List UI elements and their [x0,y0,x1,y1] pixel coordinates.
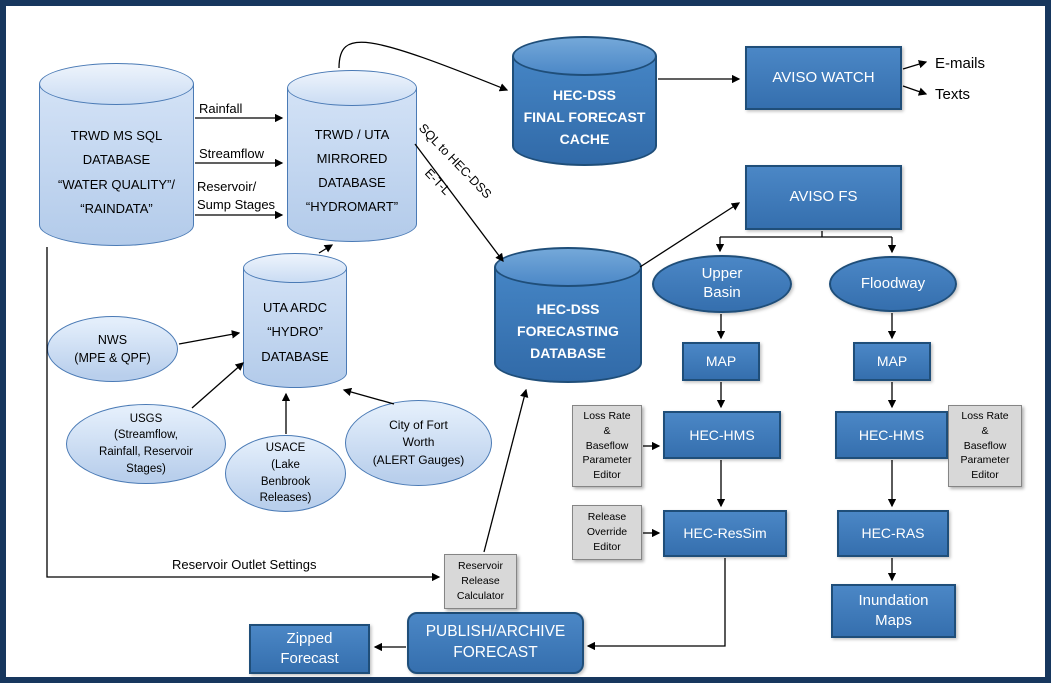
edge-calculator-to-forecastdb [483,388,529,553]
hec-ras-box: HEC-RAS [837,510,949,557]
edge-fortworth-to-ardc [342,387,395,405]
cylinder-top [243,253,347,283]
cylinder-top [512,36,657,76]
label-emails: E-mails [935,55,986,72]
label-etl: E-T-L [421,166,454,198]
final-forecast-cache-cylinder: HEC-DSS FINAL FORECAST CACHE [512,36,657,166]
usace-ellipse: USACE (Lake Benbrook Releases) [225,435,346,512]
final-forecast-cache-label: HEC-DSS FINAL FORECAST CACHE [523,87,646,147]
reservoir-release-calculator: Reservoir Release Calculator [444,554,517,609]
edge-aviso-watch-to-texts [902,85,928,96]
edge-ressim-to-publish [586,558,726,651]
aviso-watch-box: AVISO WATCH [745,46,902,110]
map-box-left: MAP [682,342,760,381]
edge-ardc-to-mirrored [318,244,334,254]
label-reservoir-sump: Reservoir/ Sump Stages [197,179,276,212]
fort-worth-ellipse: City of Fort Worth (ALERT Gauges) [345,400,492,486]
edge-avisofs-stem [720,231,892,238]
cylinder-top [287,70,417,106]
edge-aviso-watch-to-emails [902,60,928,70]
zipped-forecast-box: Zipped Forecast [249,624,370,674]
trwd-sql-database-cylinder: TRWD MS SQL DATABASE “WATER QUALITY”/ “R… [39,63,194,246]
cylinder-top [494,247,642,287]
loss-rate-editor-left: Loss Rate & Baseflow Parameter Editor [572,405,642,487]
mirrored-database-cylinder: TRWD / UTA MIRRORED DATABASE “HYDROMART” [287,70,417,242]
nws-ellipse: NWS (MPE & QPF) [47,316,178,382]
hec-ressim-box: HEC-ResSim [663,510,787,557]
cylinder-top [39,63,194,105]
trwd-sql-database-label: TRWD MS SQL DATABASE “WATER QUALITY”/ “R… [58,128,175,216]
uta-ardc-database-label: UTA ARDC “HYDRO” DATABASE [261,300,329,364]
inundation-maps-box: Inundation Maps [831,584,956,638]
hec-hms-box-right: HEC-HMS [835,411,948,459]
publish-archive-box: PUBLISH/ARCHIVE FORECAST [407,612,584,674]
usgs-ellipse: USGS (Streamflow, Rainfall, Reservoir St… [66,404,226,484]
forecasting-database-cylinder: HEC-DSS FORECASTING DATABASE [494,247,642,383]
hec-hms-box-left: HEC-HMS [663,411,781,459]
map-box-right: MAP [853,342,931,381]
label-rainfall: Rainfall [199,101,243,116]
release-override-editor: Release Override Editor [572,505,642,560]
label-sql-to-hecdss: SQL to HEC-DSS [415,121,495,202]
edge-nws-to-ardc [178,330,241,345]
cylinder-body [287,88,417,242]
loss-rate-editor-right: Loss Rate & Baseflow Parameter Editor [948,405,1022,487]
cylinder-body [39,84,194,246]
label-texts: Texts [935,86,971,103]
label-reservoir-outlet-settings: Reservoir Outlet Settings [172,557,317,572]
forecasting-database-label: HEC-DSS FORECASTING DATABASE [517,301,619,361]
uta-ardc-database-cylinder: UTA ARDC “HYDRO” DATABASE [243,253,347,388]
aviso-fs-box: AVISO FS [745,165,902,230]
label-streamflow: Streamflow [199,146,265,161]
edge-usgs-to-ardc [191,362,244,409]
mirrored-database-label: TRWD / UTA MIRRORED DATABASE “HYDROMART” [305,126,399,215]
upper-basin-ellipse: Upper Basin [652,255,792,313]
floodway-ellipse: Floodway [829,256,957,312]
